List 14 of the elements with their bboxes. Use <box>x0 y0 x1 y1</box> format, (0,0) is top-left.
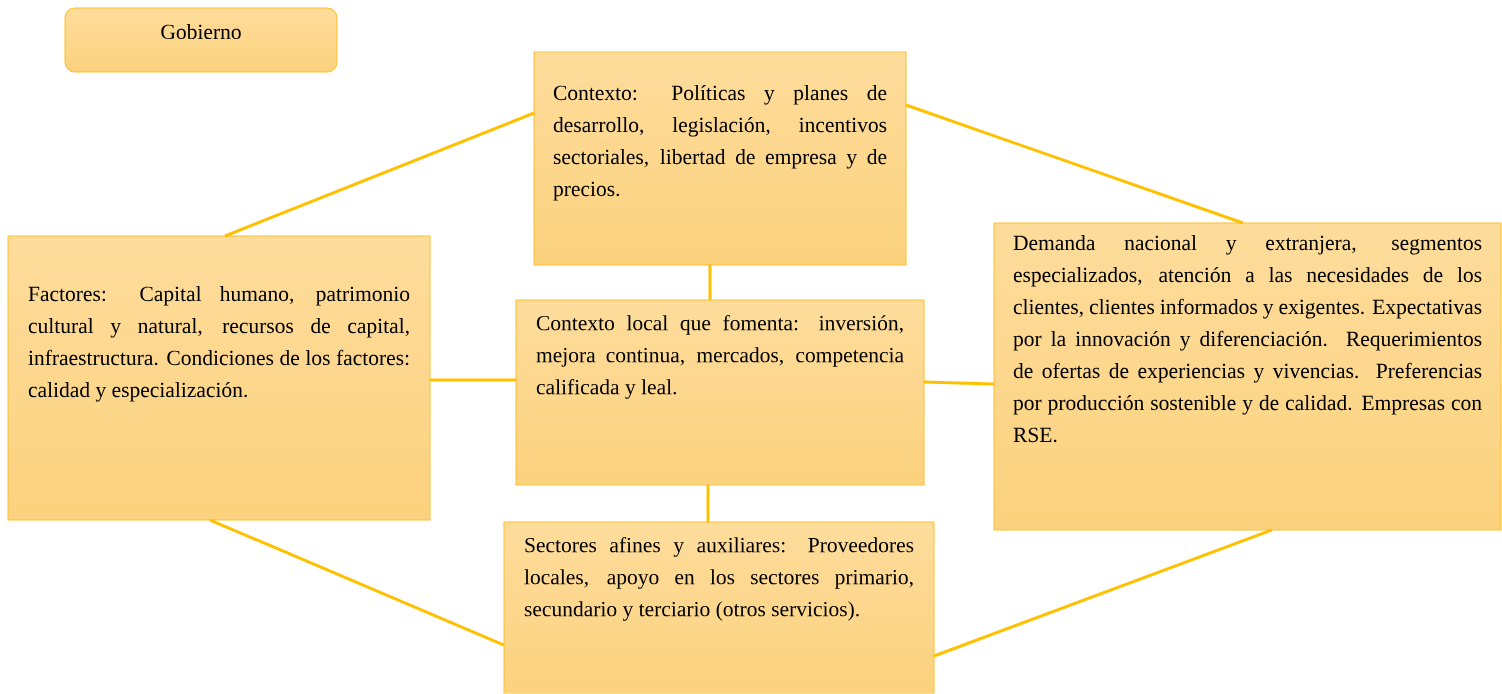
connector-line <box>706 485 710 522</box>
text-box: Contexto local que fomenta: inversión, mejora continua, mercados, competencia calificada y leal. <box>515 299 925 486</box>
connector-line <box>430 378 516 382</box>
connector-line <box>923 380 995 386</box>
text-box: Sectores afines y auxiliares: Proveedores locales, apoyo en los sectores primario, secundario y terciario (otros servicios). <box>503 521 935 694</box>
rounded-box: Gobierno <box>64 7 338 73</box>
text-box: Demanda nacional y extranjera, segmentos especializados, atención a las necesidades de los clientes, clientes informados y exigentes. Expectativas por la innovación y diferenciación. Requerimientos de ofertas de experiencias y vivencias. Preferencias por producción sostenible y de calidad. Empresas con RSE. <box>993 222 1502 531</box>
connector-line <box>708 265 712 300</box>
connector-line <box>933 528 1273 658</box>
connector-line <box>905 103 1244 225</box>
connector-line <box>209 518 505 647</box>
text-box: Factores: Capital humano, patrimonio cultural y natural, recursos de capital, infraestructura. Condiciones de los factores: calidad y especialización. <box>7 235 431 521</box>
connector-line <box>224 111 535 238</box>
text-box: Contexto: Políticas y planes de desarrollo, legislación, incentivos sectoriales, libertad de empresa y de precios. <box>533 51 907 266</box>
